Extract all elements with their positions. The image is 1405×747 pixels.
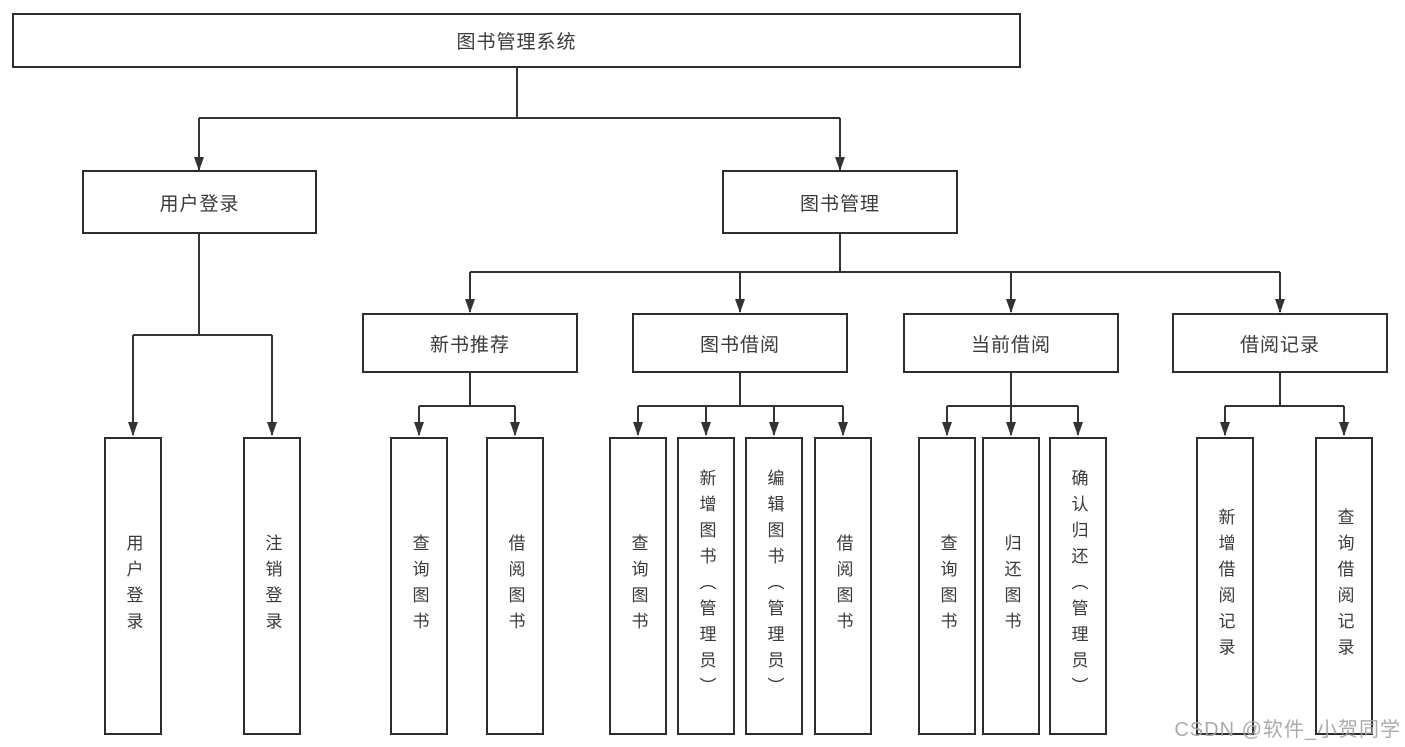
csdn-watermark: CSDN @软件_小贺同学 (1174, 719, 1401, 741)
node-borrowing-records: 借阅记录 (1172, 313, 1388, 373)
leaf-label: 查询图书 (937, 534, 957, 638)
leaf-add-books-admin: 新增图书（管理员） (677, 437, 735, 735)
node-root: 图书管理系统 (12, 13, 1021, 68)
leaf-add-borrow-record: 新增借阅记录 (1196, 437, 1254, 735)
leaf-logout: 注销登录 (243, 437, 301, 735)
leaf-label: 查询借阅记录 (1334, 508, 1354, 664)
node-user-login: 用户登录 (82, 170, 317, 234)
node-book-management: 图书管理 (722, 170, 958, 234)
leaf-query-borrow-record: 查询借阅记录 (1315, 437, 1373, 735)
leaf-return-books: 归还图书 (982, 437, 1040, 735)
leaf-label: 归还图书 (1001, 534, 1021, 638)
leaf-label: 查询图书 (628, 534, 648, 638)
leaf-query-books-1: 查询图书 (390, 437, 448, 735)
node-new-book-recommend: 新书推荐 (362, 313, 578, 373)
leaf-label: 确认归还（管理员） (1068, 469, 1088, 703)
leaf-label: 新增借阅记录 (1215, 508, 1235, 664)
leaf-edit-books-admin: 编辑图书（管理员） (745, 437, 803, 735)
node-book-borrowing: 图书借阅 (632, 313, 848, 373)
leaf-label: 编辑图书（管理员） (764, 469, 784, 703)
leaf-user-login: 用户登录 (104, 437, 162, 735)
leaf-label: 用户登录 (123, 534, 143, 638)
node-current-borrowing: 当前借阅 (903, 313, 1119, 373)
leaf-query-books-2: 查询图书 (609, 437, 667, 735)
leaf-label: 新增图书（管理员） (696, 469, 716, 703)
leaf-label: 借阅图书 (833, 534, 853, 638)
leaf-confirm-return-admin: 确认归还（管理员） (1049, 437, 1107, 735)
leaf-borrow-books-2: 借阅图书 (814, 437, 872, 735)
leaf-label: 查询图书 (409, 534, 429, 638)
leaf-label: 注销登录 (262, 534, 282, 638)
leaf-query-books-3: 查询图书 (918, 437, 976, 735)
leaf-borrow-books-1: 借阅图书 (486, 437, 544, 735)
leaf-label: 借阅图书 (505, 534, 525, 638)
